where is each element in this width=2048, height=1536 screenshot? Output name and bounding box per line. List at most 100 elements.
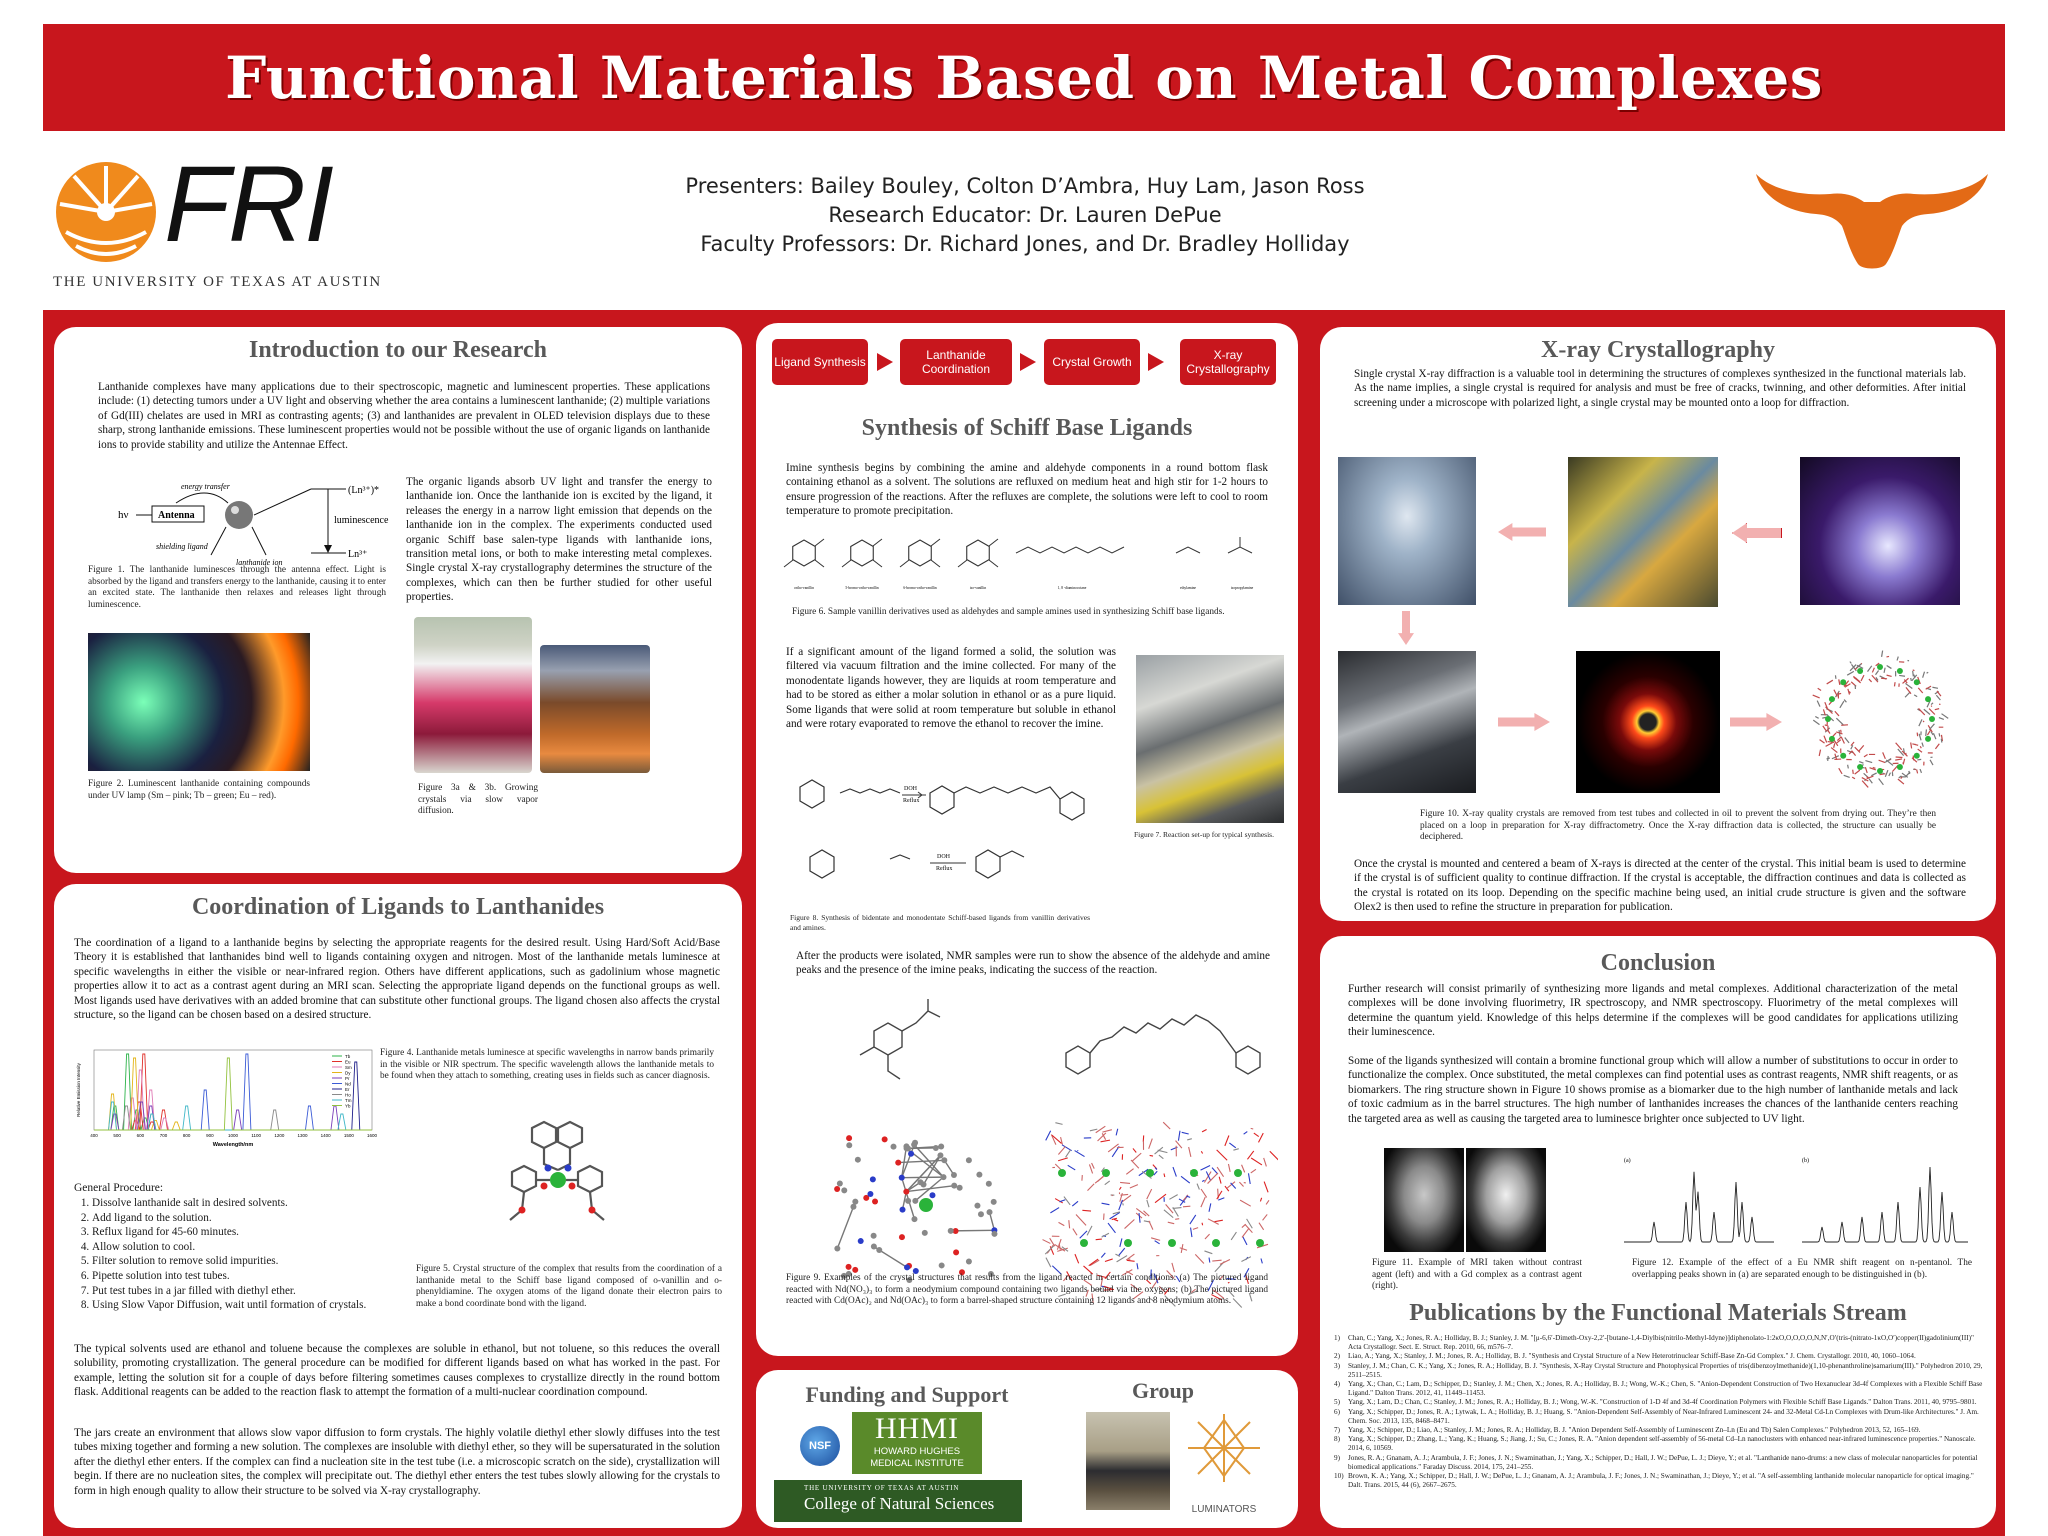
bond xyxy=(1893,682,1896,687)
bond xyxy=(1882,752,1886,760)
bond xyxy=(1171,1262,1175,1273)
bond xyxy=(1230,1182,1237,1189)
bond xyxy=(1204,1233,1210,1240)
molecule-label: iso-vanillin xyxy=(970,586,987,590)
bond xyxy=(1149,1154,1154,1157)
atom xyxy=(958,1269,965,1276)
bond xyxy=(1150,1237,1161,1241)
coordination-title: Coordination of Ligands to Lanthanides xyxy=(191,894,605,920)
funding-title: Funding and Support xyxy=(805,1382,1009,1407)
atom xyxy=(899,1206,906,1213)
publication-item: 6)Yang, X.; Schipper, D.; Jones, R. A.; … xyxy=(1334,1407,1979,1425)
atom xyxy=(867,1191,874,1198)
bond xyxy=(1125,1253,1135,1261)
bond xyxy=(1919,768,1923,774)
bond xyxy=(1100,1277,1104,1287)
bond xyxy=(1887,665,1892,670)
bond xyxy=(1132,1152,1142,1162)
series-line-yb xyxy=(94,1057,372,1131)
figure-9b-ligand-structure xyxy=(1065,1014,1261,1075)
bond xyxy=(1935,694,1941,701)
bond xyxy=(1149,1298,1155,1302)
bond xyxy=(1154,1193,1167,1204)
bond xyxy=(1867,665,1873,672)
bond xyxy=(1119,1238,1123,1248)
conclusion-panel: Conclusion Further research will consist… xyxy=(1320,936,1996,1528)
diaminooctane-chain xyxy=(1015,546,1125,554)
bond xyxy=(1812,719,1820,726)
nmr-panel-label: (b) xyxy=(1802,1157,1809,1164)
bond xyxy=(1122,1269,1133,1276)
bond xyxy=(1075,1214,1087,1226)
bond xyxy=(1063,1274,1069,1282)
bond xyxy=(1148,1138,1153,1149)
bond xyxy=(1898,775,1902,779)
bond xyxy=(1878,778,1884,786)
bond xyxy=(1895,758,1903,761)
atom xyxy=(938,1262,945,1269)
bond xyxy=(1849,664,1857,672)
intro-title: Introduction to our Research xyxy=(248,337,547,363)
x-tick-label: 500 xyxy=(113,1133,121,1138)
bond xyxy=(1154,1167,1158,1170)
nmr-trace xyxy=(1624,1171,1774,1243)
bond xyxy=(1190,1288,1196,1293)
bond xyxy=(1050,1134,1057,1145)
bond xyxy=(1911,674,1918,682)
bond xyxy=(1861,777,1869,782)
bond xyxy=(901,1176,944,1179)
atom xyxy=(857,1238,864,1245)
synthesis-title: Synthesis of Schiff Base Ligands xyxy=(861,415,1193,441)
bond xyxy=(1847,764,1849,769)
metal-atom xyxy=(1857,764,1864,771)
publication-item: 10)Brown, K. A.; Yang, X.; Schipper, D.;… xyxy=(1334,1472,1974,1490)
bond xyxy=(1124,1219,1135,1229)
metal-atom xyxy=(1913,752,1920,759)
bond xyxy=(1200,1188,1208,1198)
bond xyxy=(1205,1171,1212,1182)
legend-label: Sm xyxy=(345,1065,352,1070)
bond xyxy=(1816,700,1821,707)
bond xyxy=(1178,1198,1186,1203)
nmr-panel-label: (a) xyxy=(1624,1157,1631,1164)
procedure-step: Allow solution to cool. xyxy=(92,1240,392,1255)
bond xyxy=(1207,1279,1214,1292)
bond xyxy=(1132,1148,1137,1153)
atom xyxy=(881,1136,888,1143)
arrow-left-icon xyxy=(1498,523,1546,541)
fri-logo-subtitle: THE UNIVERSITY OF TEXAS AT AUSTIN xyxy=(53,274,382,290)
bond xyxy=(1932,732,1937,740)
x-tick-label: 1100 xyxy=(251,1133,261,1138)
bond xyxy=(1836,736,1842,741)
x-tick-label: 1400 xyxy=(321,1133,332,1138)
metal-atom xyxy=(1877,664,1883,670)
metal-atom xyxy=(1825,716,1831,722)
atom xyxy=(937,1152,944,1159)
bond xyxy=(1083,1265,1094,1275)
bond xyxy=(1188,1146,1192,1157)
bond xyxy=(1118,1199,1124,1211)
bond xyxy=(1854,769,1861,775)
synthesis-paragraph-2: If a significant amount of the ligand fo… xyxy=(786,646,1116,731)
bond xyxy=(1180,1175,1191,1184)
atom xyxy=(905,1197,912,1204)
atom xyxy=(932,1144,939,1151)
molecule-label: 6-bromo-ortho-vanillin xyxy=(903,586,937,590)
bond xyxy=(1044,1244,1056,1255)
bond xyxy=(1045,1130,1052,1141)
bond xyxy=(1880,650,1884,657)
bond xyxy=(1886,674,1892,678)
figure-1-caption: Figure 1. The lanthanide luminesces thro… xyxy=(88,565,386,610)
bond xyxy=(1863,754,1868,758)
metal-atom xyxy=(919,1198,933,1212)
bond xyxy=(1102,1129,1113,1133)
faculty-line: Faculty Professors: Dr. Richard Jones, a… xyxy=(700,232,1350,256)
bond xyxy=(1875,677,1879,681)
molecule-label: 1, 8 -diaminooctane xyxy=(1058,586,1087,591)
atom xyxy=(850,1203,857,1210)
bond xyxy=(1864,767,1868,774)
bond xyxy=(1838,767,1843,775)
xray-paragraph-1: Single crystal X-ray diffraction is a va… xyxy=(1354,368,1966,409)
bond xyxy=(1096,1274,1107,1279)
bond xyxy=(1227,1281,1230,1284)
